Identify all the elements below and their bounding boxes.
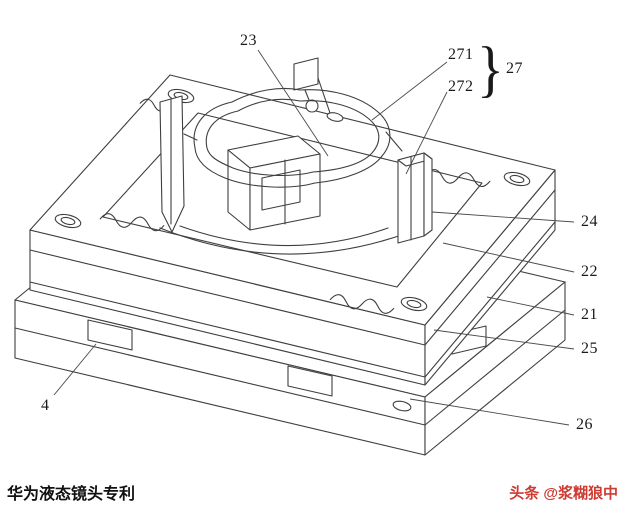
ref-label-4: 4	[41, 397, 50, 414]
ref-label-23: 23	[240, 32, 257, 49]
right-post	[397, 152, 433, 244]
interior-parts	[99, 57, 491, 314]
spring-ring	[183, 87, 403, 188]
left-post	[159, 95, 185, 233]
ref-label-272: 272	[448, 78, 474, 95]
watermark: 头条 @浆糊狼中	[509, 485, 618, 502]
ref-label-21: 21	[581, 306, 598, 323]
leader-lines	[53, 49, 575, 426]
ref-label-271: 271	[448, 46, 474, 63]
ref-label-22: 22	[581, 263, 598, 280]
top-bracket	[293, 57, 344, 122]
lens-carrier-block	[227, 135, 321, 231]
figure-caption: 华为液态镜头专利	[7, 486, 136, 503]
spring-front	[329, 294, 395, 314]
ref-label-25: 25	[581, 340, 598, 357]
ref-label-24: 24	[581, 213, 598, 230]
brace-icon: }	[477, 34, 504, 105]
corner-hole-icons	[54, 88, 531, 312]
ref-label-27: 27	[506, 60, 523, 77]
ref-label-26: 26	[576, 416, 593, 433]
spring-right	[425, 168, 491, 188]
spring-left	[99, 213, 165, 232]
